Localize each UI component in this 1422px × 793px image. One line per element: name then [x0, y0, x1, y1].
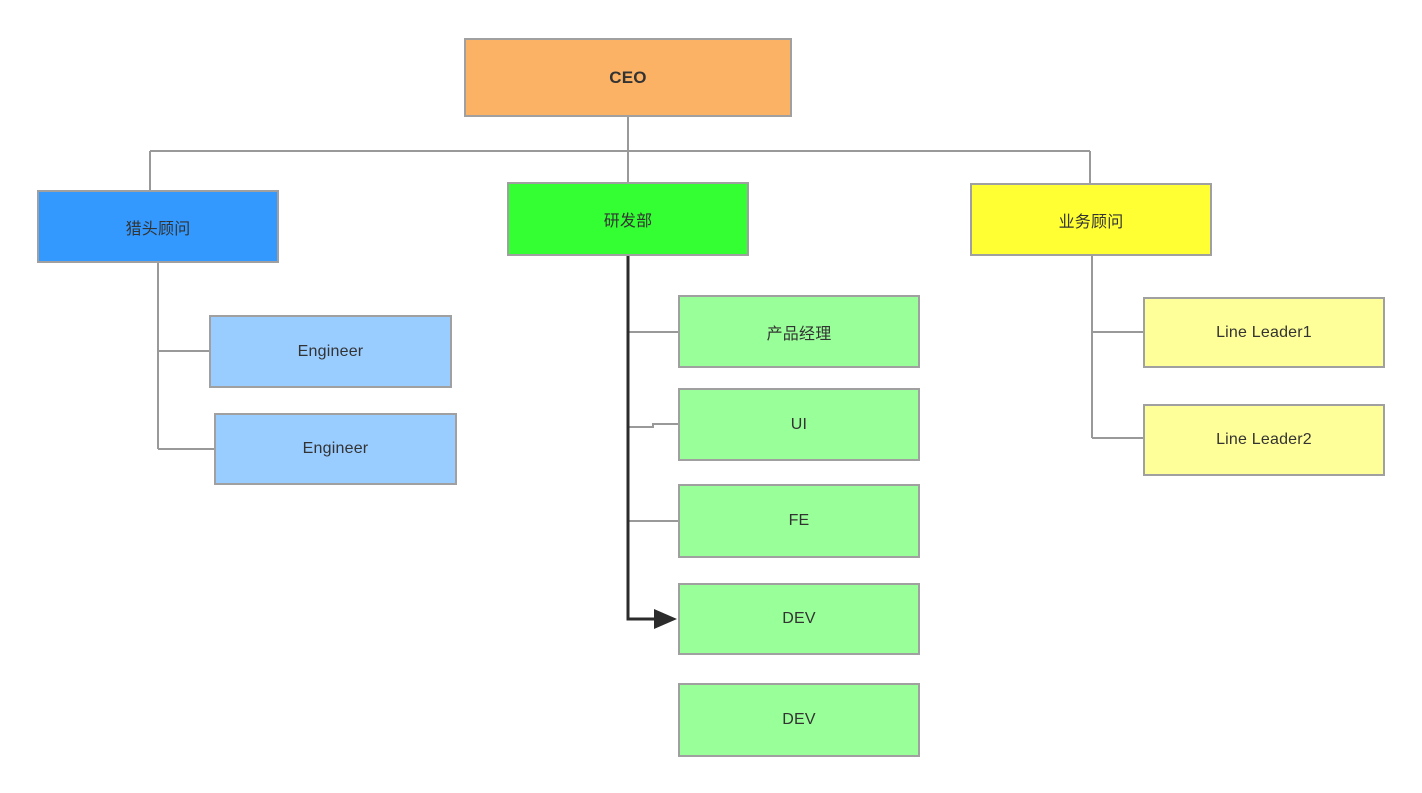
edge-to-ui — [628, 423, 678, 428]
node-label: 猎头顾问 — [125, 220, 191, 238]
org-node-ui[interactable]: UI — [678, 388, 920, 461]
org-node-biz[interactable]: 业务顾问 — [970, 183, 1212, 256]
node-label: FE — [788, 512, 810, 529]
node-label: Line Leader2 — [1216, 431, 1312, 448]
org-node-fe[interactable]: FE — [678, 484, 920, 558]
org-node-dev1[interactable]: DEV — [678, 583, 920, 655]
arrowhead-icon — [654, 609, 677, 629]
node-label: DEV — [782, 610, 816, 627]
node-label: 业务顾问 — [1058, 213, 1124, 231]
org-node-ll1[interactable]: Line Leader1 — [1143, 297, 1385, 368]
node-label: 产品经理 — [766, 325, 832, 343]
node-label: DEV — [782, 711, 816, 728]
org-node-eng1[interactable]: Engineer — [209, 315, 452, 388]
org-node-ceo[interactable]: CEO — [464, 38, 792, 117]
node-label: Engineer — [302, 440, 369, 457]
org-node-rnd[interactable]: 研发部 — [507, 182, 749, 256]
org-node-ll2[interactable]: Line Leader2 — [1143, 404, 1385, 476]
node-label: UI — [790, 415, 808, 433]
node-label: Engineer — [297, 342, 364, 360]
org-node-dev2[interactable]: DEV — [678, 683, 920, 757]
org-node-headhunter[interactable]: 猎头顾问 — [37, 190, 279, 263]
edge-rnd-to-dev-arrow — [626, 256, 656, 621]
node-label: Line Leader1 — [1216, 323, 1312, 341]
node-label: CEO — [609, 67, 647, 87]
org-node-eng2[interactable]: Engineer — [214, 413, 457, 485]
node-label: 研发部 — [603, 213, 653, 230]
org-node-pm[interactable]: 产品经理 — [678, 295, 920, 368]
